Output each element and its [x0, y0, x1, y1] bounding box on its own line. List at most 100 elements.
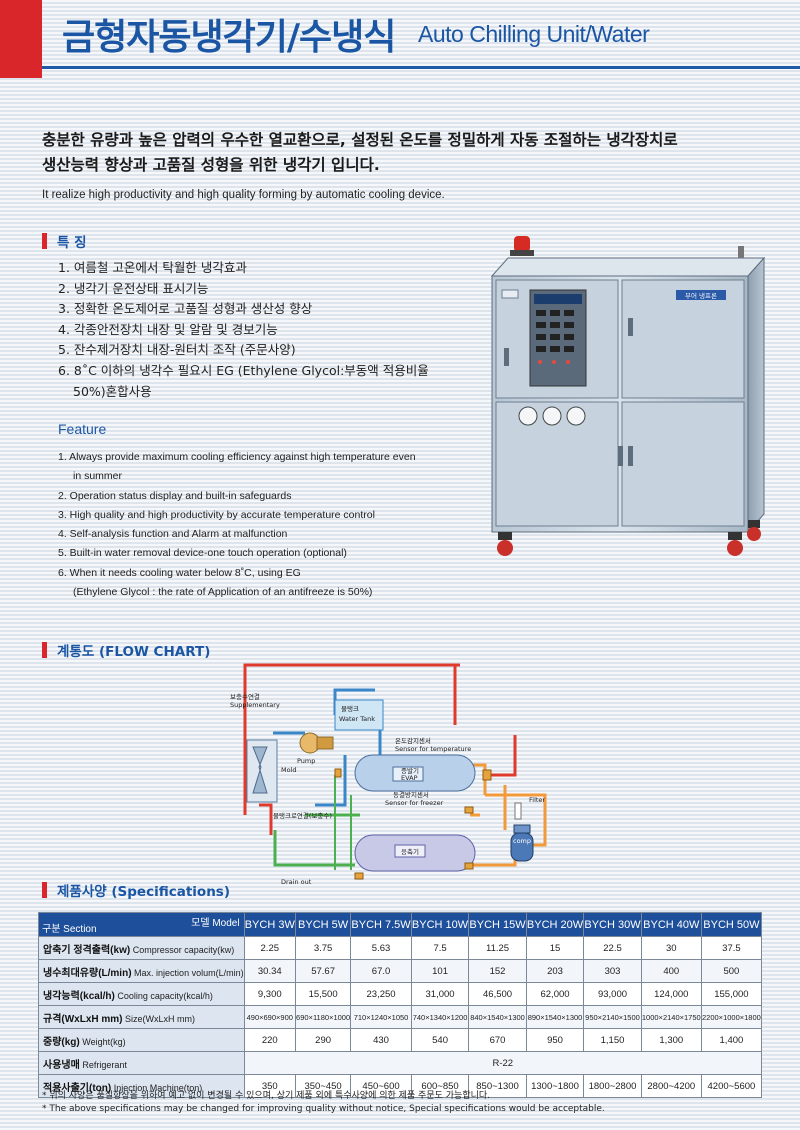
row-header: 규격(WxLxH mm) Size(WxLxH mm)	[38, 1005, 245, 1029]
row-header-ko: 중량(kg)	[43, 1036, 80, 1048]
row-header-en: Compressor capacity(kw)	[132, 944, 235, 955]
feature-ko-2: 2. 냉각기 운전상태 표시기능	[58, 280, 209, 296]
model-header: BYCH 40W	[640, 912, 702, 937]
feature-ko-5: 5. 잔수제거장치 내장-원터치 조작 (주문사양)	[58, 342, 296, 358]
flow-label-evap-en: EVAP	[401, 774, 418, 782]
corner-model: 모델 Model	[191, 918, 240, 929]
row-header: 중량(kg) Weight(kg)	[38, 1028, 245, 1052]
model-header: BYCH 3W	[243, 912, 296, 937]
model-header: BYCH 10W	[410, 912, 470, 937]
spec-cell: 840×1540×1300	[468, 1005, 527, 1029]
footnote-ko: * 위의 사양은 품질향상을 위하여 예고 없이 변경될 수 있으며, 상기 제…	[42, 1091, 491, 1101]
row-header: 적용사출기(ton) Injection Machine(ton)	[38, 1074, 245, 1098]
spec-cell: 62,000	[525, 982, 585, 1006]
row-header: 사용냉매 Refrigerant	[38, 1051, 245, 1075]
features-list-en: 1. Always provide maximum cooling effici…	[58, 448, 478, 602]
heading-marker	[42, 233, 47, 249]
spec-cell: 670	[468, 1028, 527, 1052]
flow-label-freeze-en: Sensor for freezer	[385, 799, 444, 807]
spec-cell: 5.63	[350, 936, 412, 960]
feature-en-6-cont: (Ethylene Glycol : the rate of Applicati…	[73, 586, 373, 599]
row-header-ko: 압축기 정격출력(kw)	[43, 944, 131, 956]
spec-cell: 1000×2140×1750	[640, 1005, 702, 1029]
flow-label-supply-en: Supplementary	[230, 701, 280, 709]
feature-ko-3: 3. 정확한 온도제어로 고품질 성형과 생산성 향상	[58, 301, 313, 317]
spec-cell: 430	[350, 1028, 412, 1052]
spec-cell: 101	[410, 959, 470, 983]
chiller-machine-image: 부어 냉프론	[490, 236, 766, 556]
spec-cell: 22.5	[583, 936, 642, 960]
flow-label-filter: Filter	[529, 796, 545, 804]
corner-section: 구분 Section	[42, 924, 97, 935]
spec-row: 냉각능력(kcal/h) Cooling capacity(kcal/h) 9,…	[38, 982, 763, 1006]
flowchart-heading-text: 계통도 (FLOW CHART)	[57, 644, 211, 660]
row-header: 냉수최대유량(L/min) Max. injection volum(L/min…	[38, 959, 245, 983]
feature-en-1-cont: in summer	[73, 470, 123, 483]
feature-ko-4: 4. 각종안전장치 내장 및 알람 및 경보기능	[58, 321, 278, 337]
features-heading-text: 특 징	[57, 235, 87, 251]
spec-cell: 1,400	[700, 1028, 763, 1052]
features-list-ko: 1. 여름철 고온에서 탁월한 냉각효과 2. 냉각기 운전상태 표시기능 3.…	[58, 258, 478, 402]
spec-cell: 1,300	[640, 1028, 702, 1052]
spec-cell: 290	[294, 1028, 352, 1052]
flow-label-tankconn: 물탱크로연결(보충수)	[273, 811, 332, 820]
spec-cell: 7.5	[410, 936, 470, 960]
spec-corner: 모델 Model 구분 Section	[38, 912, 245, 937]
row-header-en: Weight(kg)	[82, 1036, 126, 1047]
flow-label-comp: comp	[513, 837, 531, 845]
spec-cell: 152	[468, 959, 527, 983]
spec-cell: 500	[700, 959, 763, 983]
feature-en-1: 1. Always provide maximum cooling effici…	[58, 448, 478, 487]
feature-en-heading: Feature	[58, 421, 107, 437]
flow-label-temp-ko: 온도감지센서	[395, 736, 431, 745]
spec-cell: 23,250	[350, 982, 412, 1006]
spec-cell: 37.5	[700, 936, 763, 960]
spec-cell: 15	[525, 936, 585, 960]
flow-label-temp-en: Sensor for temperature	[395, 745, 471, 753]
feature-ko-6: 6. 8˚C 이하의 냉각수 필요시 EG (Ethylene Glycol:부…	[58, 361, 478, 402]
model-header: BYCH 50W	[700, 912, 763, 937]
spec-cell: 30.34	[243, 959, 296, 983]
model-header: BYCH 15W	[468, 912, 527, 937]
feature-en-3: 3. High quality and high productivity by…	[58, 508, 375, 521]
row-header-en: Max. injection volum(L/min)	[134, 967, 244, 978]
row-header: 압축기 정격출력(kw) Compressor capacity(kw)	[38, 936, 245, 960]
spec-cell: 1300~1800	[525, 1074, 585, 1098]
spec-cell: 124,000	[640, 982, 702, 1006]
intro-ko-line1: 충분한 유량과 높은 압력의 우수한 열교환으로, 설정된 온도를 정밀하게 자…	[42, 131, 678, 149]
features-heading: 특 징	[42, 231, 87, 251]
spec-cell: 2200×1000×1800	[700, 1005, 763, 1029]
spec-cell: 690×1180×1000	[294, 1005, 352, 1029]
spec-cell: 890×1540×1300	[525, 1005, 585, 1029]
page-title-ko: 금형자동냉각기/수냉식	[62, 17, 396, 58]
spec-row: 중량(kg) Weight(kg) 220 290 430 540 670 95…	[38, 1028, 763, 1052]
spec-cell: 303	[583, 959, 642, 983]
spec-cell: 540	[410, 1028, 470, 1052]
model-header: BYCH 20W	[525, 912, 585, 937]
spec-cell: 490×690×900	[243, 1005, 296, 1029]
row-header: 냉각능력(kcal/h) Cooling capacity(kcal/h)	[38, 982, 245, 1006]
flowchart-heading: 계통도 (FLOW CHART)	[42, 640, 210, 660]
row-header-en: Cooling capacity(kcal/h)	[117, 990, 213, 1001]
row-header-ko: 사용냉매	[43, 1059, 80, 1071]
spec-cell: 155,000	[700, 982, 763, 1006]
footnotes: * 위의 사양은 품질향상을 위하여 예고 없이 변경될 수 있으며, 상기 제…	[42, 1090, 605, 1116]
flow-label-supply-ko: 보충수연결	[230, 692, 260, 701]
row-header-en: Injection Machine(ton)	[113, 1082, 203, 1093]
header-rule	[42, 66, 800, 69]
spec-cell: 57.67	[294, 959, 352, 983]
spec-cell: 4200~5600	[700, 1074, 763, 1098]
spec-cell: 740×1340×1200	[410, 1005, 470, 1029]
flow-label-tank-ko: 물탱크	[341, 704, 359, 713]
flow-label-drain: Drain out	[281, 878, 312, 886]
spec-cell: 46,500	[468, 982, 527, 1006]
row-header-en: Refrigerant	[82, 1059, 127, 1070]
heading-marker	[42, 882, 47, 898]
spec-cell: 950	[525, 1028, 585, 1052]
feature-en-6: 6. When it needs cooling water below 8˚C…	[58, 564, 478, 603]
model-header: BYCH 30W	[583, 912, 642, 937]
row-header-en: Size(WxLxH mm)	[125, 1013, 196, 1024]
spec-cell: 220	[243, 1028, 296, 1052]
refrigerant-value: R-22	[243, 1051, 763, 1075]
